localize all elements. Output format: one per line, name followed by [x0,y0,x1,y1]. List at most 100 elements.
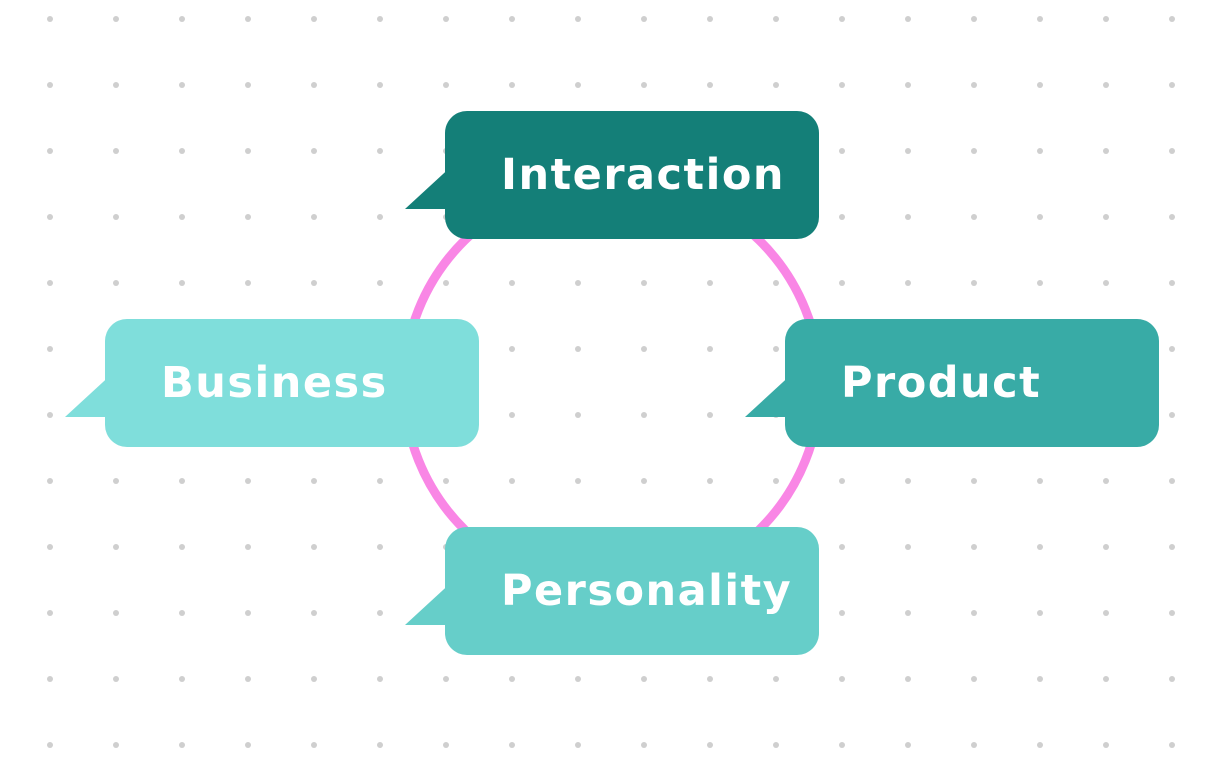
grid-dot [707,742,713,748]
grid-dot [47,82,53,88]
node-personality-label: Personality [501,566,793,616]
grid-dot [1037,610,1043,616]
grid-dot [839,742,845,748]
grid-dot [377,544,383,550]
grid-dot [1037,676,1043,682]
grid-dot [113,214,119,220]
grid-dot [1037,280,1043,286]
grid-dot [179,544,185,550]
grid-dot [707,346,713,352]
grid-dot [113,478,119,484]
grid-dot [311,478,317,484]
grid-dot [1103,742,1109,748]
grid-dot [971,82,977,88]
grid-dot [971,148,977,154]
grid-dot [47,346,53,352]
grid-dot [773,346,779,352]
grid-dot [1037,16,1043,22]
grid-dot [1169,610,1175,616]
grid-dot [113,676,119,682]
grid-dot [641,16,647,22]
grid-dot [245,16,251,22]
grid-dot [1169,280,1175,286]
grid-dot [377,214,383,220]
grid-dot [311,16,317,22]
grid-dot [509,16,515,22]
grid-dot [113,148,119,154]
grid-dot [245,676,251,682]
grid-dot [47,214,53,220]
grid-dot [245,280,251,286]
grid-dot [245,742,251,748]
grid-dot [311,214,317,220]
grid-dot [377,676,383,682]
grid-dot [179,214,185,220]
grid-dot [311,280,317,286]
grid-dot [1169,742,1175,748]
grid-dot [641,346,647,352]
grid-dot [1169,82,1175,88]
grid-dot [641,280,647,286]
speech-tail-icon [65,371,115,417]
grid-dot [839,214,845,220]
grid-dot [905,280,911,286]
grid-dot [1103,148,1109,154]
grid-dot [443,16,449,22]
grid-dot [905,82,911,88]
grid-dot [509,82,515,88]
grid-dot [707,16,713,22]
grid-dot [47,742,53,748]
grid-dot [443,82,449,88]
grid-dot [1169,16,1175,22]
grid-dot [509,412,515,418]
grid-dot [707,82,713,88]
node-business-box: Business [105,319,479,447]
grid-dot [575,82,581,88]
grid-dot [443,742,449,748]
grid-dot [113,280,119,286]
grid-dot [311,82,317,88]
grid-dot [905,742,911,748]
grid-dot [641,412,647,418]
grid-dot [773,676,779,682]
grid-dot [1103,214,1109,220]
grid-dot [1103,544,1109,550]
grid-dot [905,478,911,484]
grid-dot [575,16,581,22]
grid-dot [47,412,53,418]
grid-dot [905,16,911,22]
grid-dot [179,478,185,484]
grid-dot [179,610,185,616]
grid-dot [443,478,449,484]
grid-dot [971,610,977,616]
grid-dot [311,148,317,154]
grid-dot [971,16,977,22]
grid-dot [773,478,779,484]
grid-dot [1103,676,1109,682]
grid-dot [311,544,317,550]
grid-dot [971,478,977,484]
grid-dot [575,346,581,352]
grid-dot [575,742,581,748]
grid-dot [179,16,185,22]
grid-dot [113,742,119,748]
grid-dot [971,214,977,220]
node-interaction-box: Interaction [445,111,819,239]
grid-dot [971,280,977,286]
grid-dot [377,610,383,616]
grid-dot [377,82,383,88]
grid-dot [443,280,449,286]
grid-dot [1037,82,1043,88]
grid-dot [905,544,911,550]
grid-dot [839,82,845,88]
grid-dot [1103,280,1109,286]
grid-dot [311,742,317,748]
grid-dot [1169,214,1175,220]
grid-dot [179,676,185,682]
grid-dot [905,214,911,220]
grid-dot [509,742,515,748]
grid-dot [179,280,185,286]
grid-dot [113,544,119,550]
grid-dot [971,676,977,682]
